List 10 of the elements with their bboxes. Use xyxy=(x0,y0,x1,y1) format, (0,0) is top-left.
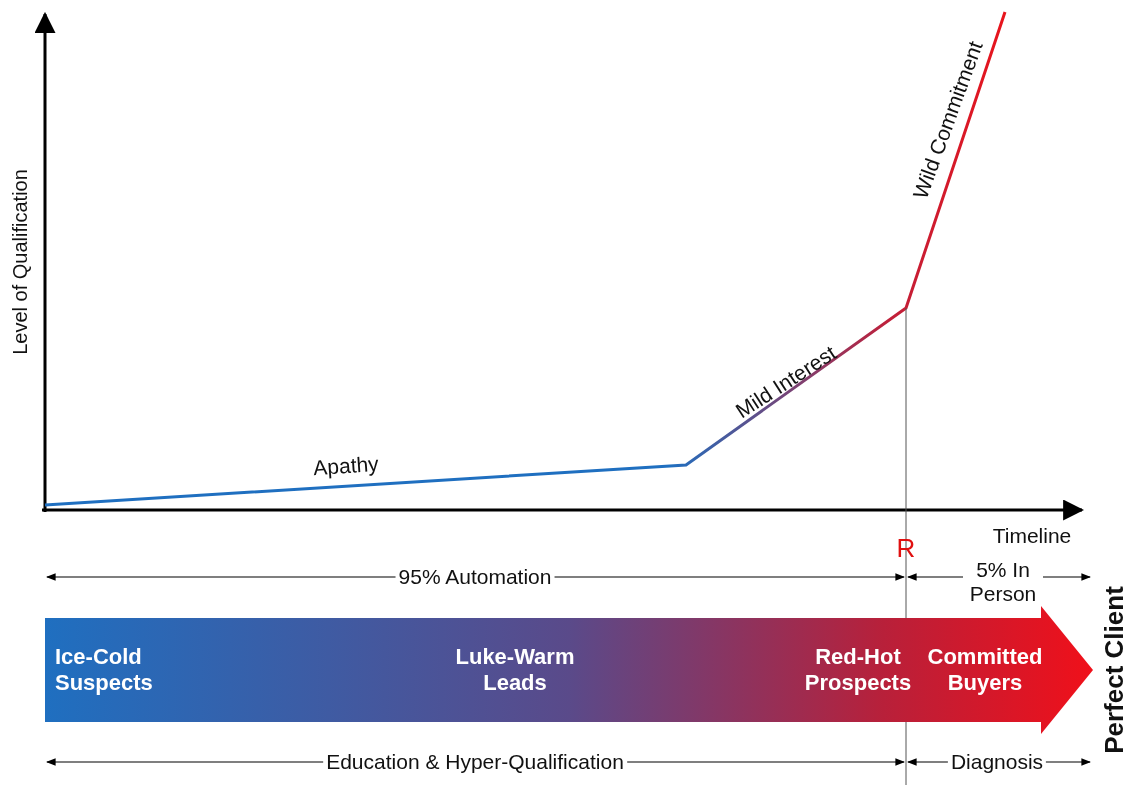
outcome-label: Perfect Client xyxy=(1100,586,1128,754)
stage-band-arrow xyxy=(45,606,1093,734)
stage-label: Committed Buyers xyxy=(926,644,1044,696)
stage-label: Ice-Cold Suspects xyxy=(55,644,154,696)
axis-title: Timeline xyxy=(992,524,1072,548)
milestone-marker: R xyxy=(896,534,916,562)
curve-label: Apathy xyxy=(312,451,380,481)
stage-label: Red-Hot Prospects xyxy=(803,644,913,696)
stage-label: Luke-Warm Leads xyxy=(454,644,576,696)
axis-title: Level of Qualification xyxy=(8,169,32,355)
